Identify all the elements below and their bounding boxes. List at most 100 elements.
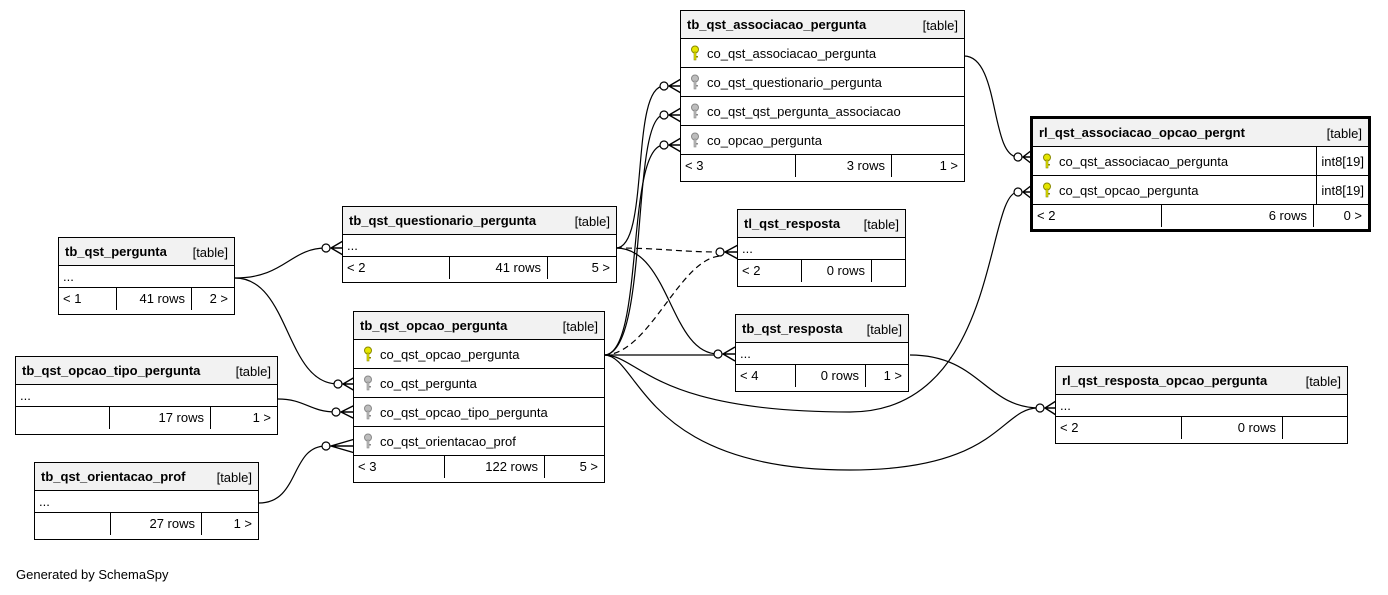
row-count: 41 rows [449,257,547,279]
table-header: tl_qst_resposta [table] [738,210,905,238]
table-resposta[interactable]: tb_qst_resposta [table] ... < 4 0 rows 1… [735,314,909,392]
table-kind: [table] [1326,126,1362,141]
table-rl-associacao-opcao[interactable]: rl_qst_associacao_opcao_pergnt [table] c… [1030,116,1371,232]
table-pergunta[interactable]: tb_qst_pergunta [table] ... < 1 41 rows … [58,237,235,315]
column-type: int8[19] [1316,147,1368,175]
row-count: 0 rows [801,260,871,282]
table-name: tb_qst_resposta [742,321,843,336]
children-count[interactable]: 5 > [547,257,616,279]
children-count[interactable]: 5 > [544,456,604,478]
table-rl-resposta-opcao[interactable]: rl_qst_resposta_opcao_pergunta [table] .… [1055,366,1348,444]
row-count: 0 rows [1181,417,1282,439]
table-tl-resposta[interactable]: tl_qst_resposta [table] ... < 2 0 rows [737,209,906,287]
column-row[interactable]: co_qst_opcao_pergunta int8[19] [1033,176,1368,205]
primary-key-icon [1043,153,1051,169]
column-row[interactable]: co_qst_associacao_pergunta int8[19] [1033,147,1368,176]
column-name: co_qst_associacao_pergunta [1059,154,1229,169]
table-footer: < 2 6 rows 0 > [1033,205,1368,227]
table-associacao-pergunta[interactable]: tb_qst_associacao_pergunta [table] co_qs… [680,10,965,182]
row-count: 122 rows [444,456,544,478]
parents-count[interactable]: < 2 [1060,420,1079,435]
children-count[interactable] [1282,417,1347,439]
children-count[interactable] [871,260,905,282]
table-footer: < 3 3 rows 1 > [681,155,964,177]
edge-tipo-opcao [277,398,337,413]
table-opcao-pergunta[interactable]: tb_qst_opcao_pergunta [table] co_qst_opc… [353,311,605,483]
table-footer: < 2 41 rows 5 > [343,257,616,279]
table-name: tb_qst_associacao_pergunta [687,17,867,32]
table-footer: 27 rows 1 > [35,513,258,535]
table-kind: [table] [866,322,902,337]
row-count: 27 rows [110,513,201,535]
generated-by-label: Generated by SchemaSpy [16,567,169,582]
column-row[interactable]: co_qst_orientacao_prof [354,427,604,456]
table-header: tb_qst_opcao_tipo_pergunta [table] [16,357,277,385]
column-name: co_qst_opcao_tipo_pergunta [380,405,548,420]
table-kind: [table] [1305,374,1341,389]
table-footer: < 2 0 rows [1056,417,1347,439]
parents-count[interactable] [35,513,110,535]
table-name: tb_qst_pergunta [65,244,167,259]
table-header: tb_qst_orientacao_prof [table] [35,463,258,491]
children-count[interactable]: 2 > [191,288,234,310]
children-count[interactable]: 1 > [210,407,277,429]
edge-orientacao-opcao [258,445,327,504]
table-footer: < 3 122 rows 5 > [354,456,604,478]
parents-count[interactable]: < 2 [347,260,366,275]
children-count[interactable]: 1 > [891,155,964,177]
foreign-key-icon [364,375,372,391]
parents-count[interactable]: < 2 [1037,208,1056,223]
table-questionario-pergunta[interactable]: tb_qst_questionario_pergunta [table] ...… [342,206,617,283]
columns-ellipsis: ... [35,491,258,513]
column-name: co_qst_questionario_pergunta [707,75,882,90]
children-count[interactable]: 0 > [1313,205,1368,227]
primary-key-icon [364,346,372,362]
column-row[interactable]: co_qst_opcao_pergunta [354,340,604,369]
table-footer: 17 rows 1 > [16,407,277,429]
column-name: co_qst_qst_pergunta_associacao [707,104,901,119]
table-kind: [table] [922,18,958,33]
columns-ellipsis: ... [16,385,277,407]
table-kind: [table] [562,319,598,334]
column-row[interactable]: co_qst_pergunta [354,369,604,398]
edge-questionario-tl [615,247,721,253]
edge-opcao-tl [603,255,723,356]
row-count: 3 rows [795,155,891,177]
column-name: co_qst_opcao_pergunta [1059,183,1199,198]
foreign-key-icon [691,103,699,119]
table-name: tb_qst_questionario_pergunta [349,213,537,228]
parents-count[interactable]: < 3 [358,459,377,474]
table-kind: [table] [235,364,271,379]
column-row[interactable]: co_qst_associacao_pergunta [681,39,964,68]
foreign-key-icon [691,132,699,148]
row-count: 41 rows [116,288,191,310]
edge-opcao-rlassoc [603,191,1019,413]
column-name: co_qst_pergunta [380,376,477,391]
parents-count[interactable]: < 1 [63,291,82,306]
parents-count[interactable]: < 2 [742,263,761,278]
table-header: tb_qst_opcao_pergunta [table] [354,312,604,340]
table-name: tb_qst_orientacao_prof [41,469,186,484]
column-row[interactable]: co_opcao_pergunta [681,126,964,155]
table-header: tb_qst_questionario_pergunta [table] [343,207,616,235]
table-name: tb_qst_opcao_tipo_pergunta [22,363,201,378]
table-kind: [table] [216,470,252,485]
children-count[interactable]: 1 > [865,365,908,387]
table-name: rl_qst_resposta_opcao_pergunta [1062,373,1268,388]
column-row[interactable]: co_qst_qst_pergunta_associacao [681,97,964,126]
column-name: co_qst_orientacao_prof [380,434,516,449]
table-opcao-tipo-pergunta[interactable]: tb_qst_opcao_tipo_pergunta [table] ... 1… [15,356,278,435]
children-count[interactable]: 1 > [201,513,258,535]
table-footer: < 1 41 rows 2 > [59,288,234,310]
column-row[interactable]: co_qst_questionario_pergunta [681,68,964,97]
columns-ellipsis: ... [343,235,616,257]
columns-ellipsis: ... [738,238,905,260]
parents-count[interactable]: < 3 [685,158,704,173]
column-row[interactable]: co_qst_opcao_tipo_pergunta [354,398,604,427]
table-orientacao-prof[interactable]: tb_qst_orientacao_prof [table] ... 27 ro… [34,462,259,540]
row-count: 0 rows [795,365,865,387]
parents-count[interactable]: < 4 [740,368,759,383]
columns-ellipsis: ... [736,343,908,365]
edge-resposta-rlresposta [909,354,1041,409]
parents-count[interactable] [16,407,109,429]
